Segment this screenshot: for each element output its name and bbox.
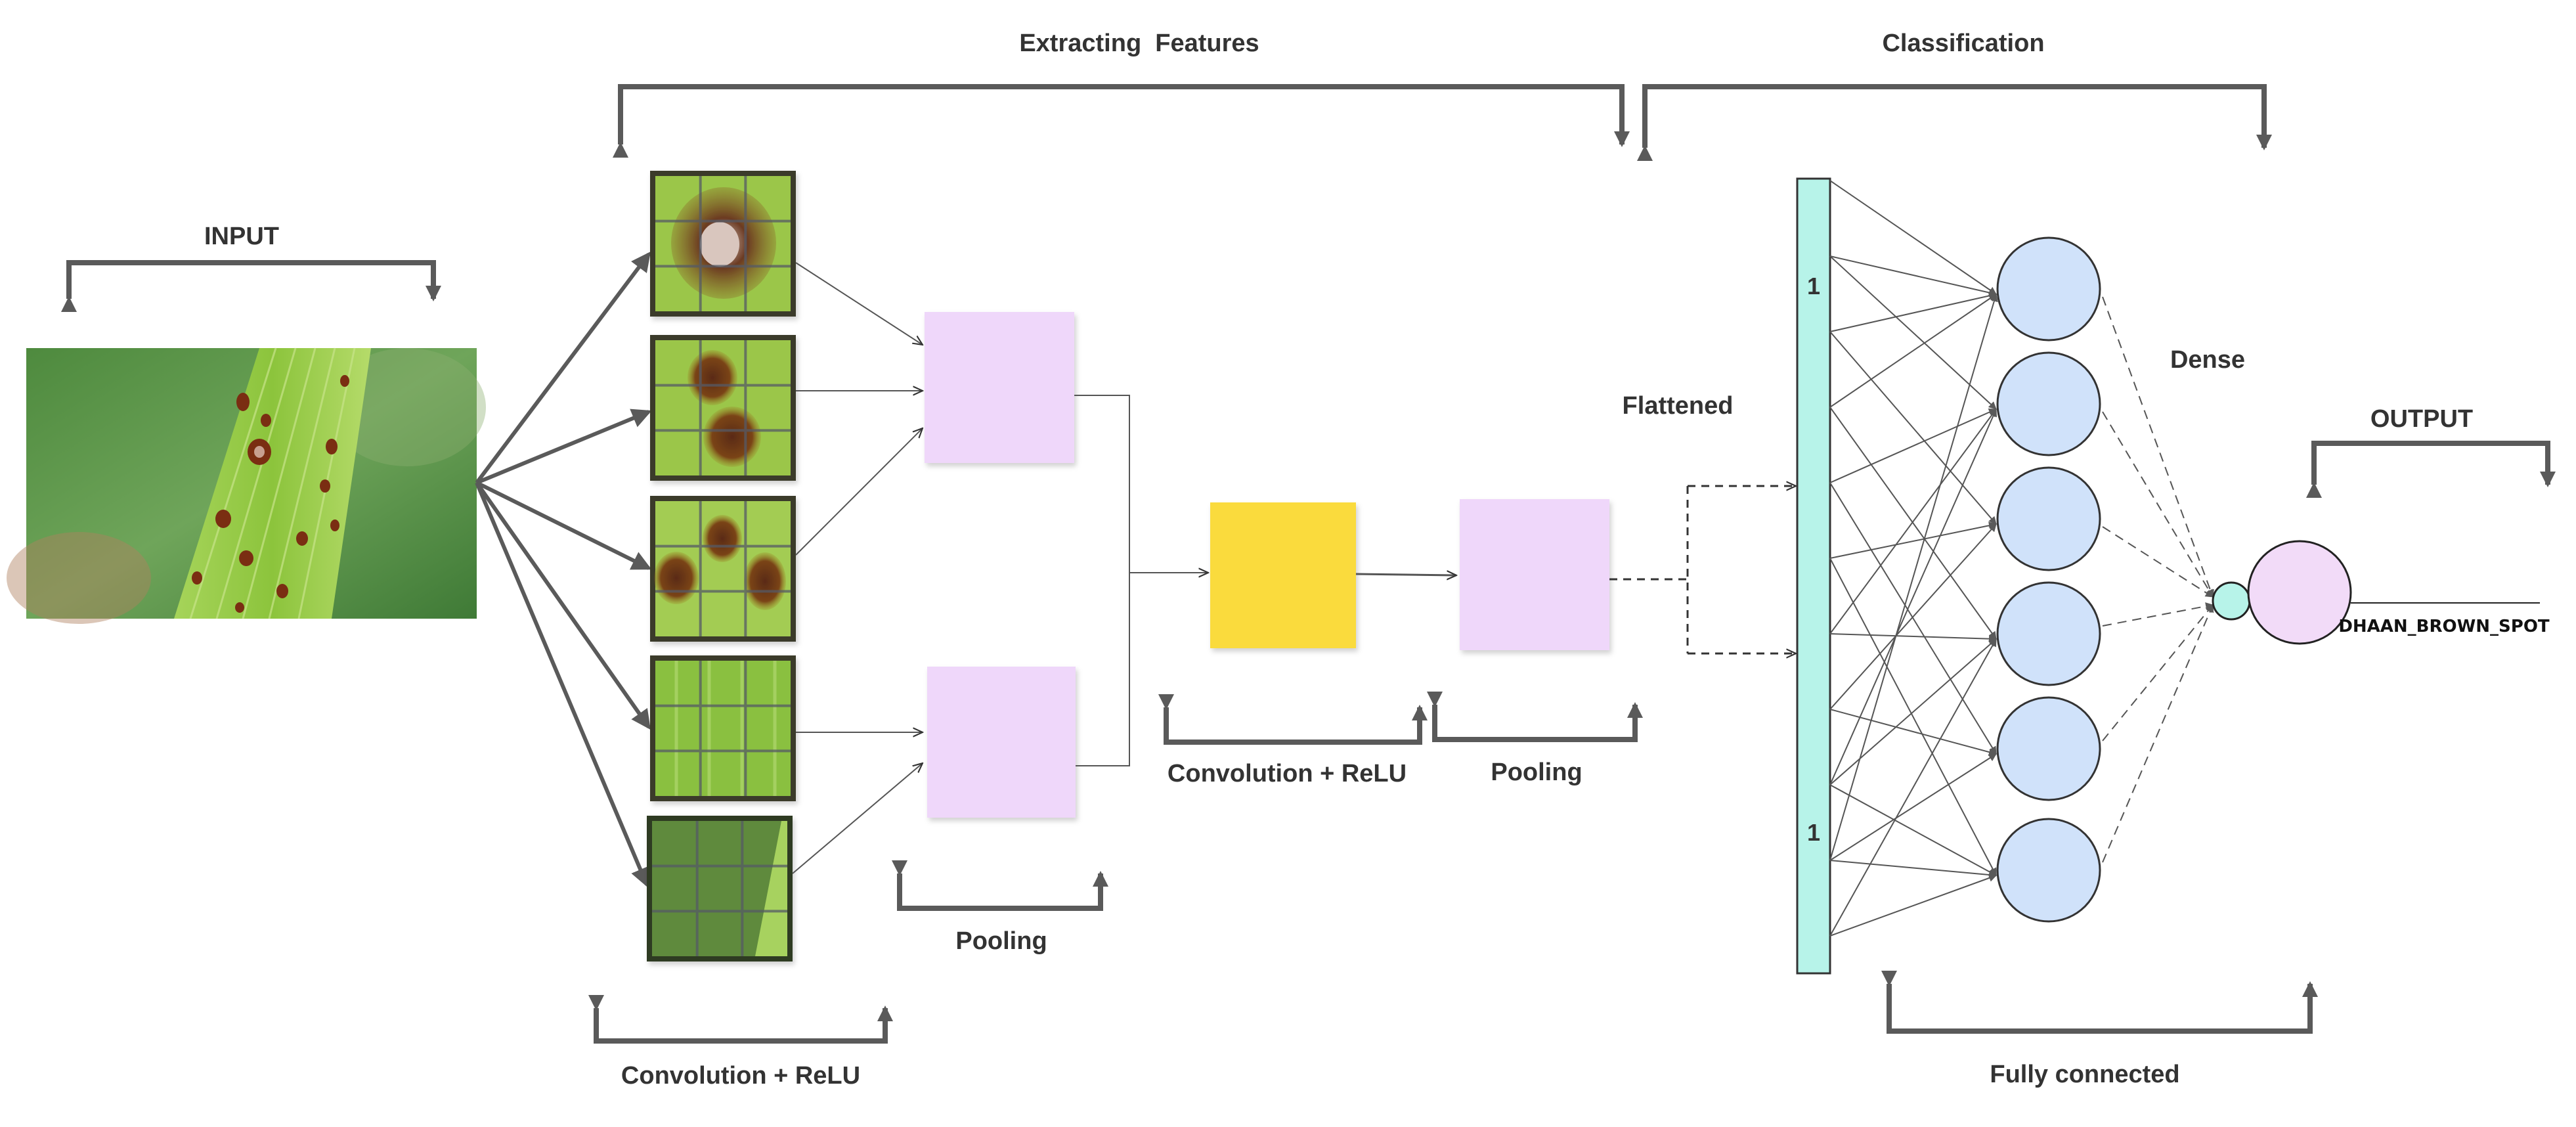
fc-connection <box>1829 407 1997 640</box>
extracting-features-bracket <box>613 84 1630 158</box>
flatten-top-value: 1 <box>1807 273 1820 299</box>
fc-connection <box>1829 331 1997 525</box>
patch-grid-4 <box>655 661 791 796</box>
input-label: INPUT <box>204 223 279 250</box>
output-class-label: DHAAN_BROWN_SPOT <box>2338 617 2550 636</box>
pooling-label-1: Pooling <box>955 927 1047 955</box>
dense-node <box>1996 466 2101 571</box>
fc-connection <box>1829 521 1997 559</box>
dense-out-connection <box>2102 602 2214 627</box>
classification-bracket <box>1637 84 2272 161</box>
input-to-conv-arrows <box>475 252 652 888</box>
fc-connection <box>1829 874 1997 937</box>
conv-box-2 <box>1210 502 1356 648</box>
fully-connected-label: Fully connected <box>1990 1061 2179 1088</box>
pool-box-1 <box>925 312 1074 463</box>
pool-box-3 <box>1460 499 1609 650</box>
dense-out-connection <box>2102 604 2214 863</box>
patch-grids <box>652 176 791 956</box>
conv-feature-map-1 <box>650 171 796 317</box>
fc-connection <box>1829 255 1997 297</box>
conv-feature-map-2 <box>650 335 796 481</box>
fc-connection <box>1829 180 1997 295</box>
fc-connection <box>1829 409 1997 785</box>
conv-feature-map-4 <box>650 655 796 801</box>
fc-connection <box>1829 523 1997 710</box>
fully-connected-bracket <box>1881 971 2318 1034</box>
pool-box-2 <box>927 667 1076 818</box>
dense-to-output-lines <box>2102 296 2214 863</box>
fc-connection <box>1829 633 1997 643</box>
dense-out-connection <box>2102 296 2214 598</box>
output-bracket <box>2306 441 2556 498</box>
fc-connection <box>1829 638 1997 785</box>
fc-connection <box>1829 638 1997 937</box>
conv2-to-pool2-arrow <box>1355 574 1456 575</box>
extracting-features-label: Extracting Features <box>1019 30 1259 57</box>
flatten-bar <box>1796 177 1831 975</box>
dense-label: Dense <box>2170 346 2245 374</box>
dense-node <box>1996 581 2101 686</box>
conv-relu-label-1: Convolution + ReLU <box>621 1062 860 1090</box>
dense-node <box>1996 236 2101 342</box>
pool-to-flatten-dashed <box>1609 486 1796 653</box>
fc-connection <box>1829 294 1998 861</box>
flatten-bottom-value: 1 <box>1807 819 1820 846</box>
fc-connection <box>1829 709 1997 756</box>
fc-connection <box>1829 294 1997 408</box>
fc-connection <box>1829 784 1997 876</box>
pool1-bracket <box>892 860 1108 911</box>
conv-feature-map-3 <box>650 496 796 642</box>
patch-grid-3 <box>655 501 791 636</box>
dense-node <box>1996 351 2101 456</box>
patch-grid-1 <box>655 176 791 311</box>
dense-out-connection <box>2102 411 2214 598</box>
output-small-node <box>2212 581 2251 621</box>
conv-to-pool-arrows <box>792 262 923 874</box>
dense-out-connection <box>2102 526 2214 598</box>
output-node <box>2247 540 2352 645</box>
fc-connection <box>1829 408 1997 483</box>
fc-connection <box>1829 753 1997 861</box>
fully-connected-lines <box>1829 180 1998 937</box>
fc-connection <box>1829 558 1997 876</box>
fc-connection <box>1829 860 1997 879</box>
conv2-bracket <box>1158 694 1428 745</box>
fc-connection <box>1829 255 1997 410</box>
flattened-label: Flattened <box>1623 392 1734 420</box>
dense-out-connection <box>2102 604 2214 741</box>
fc-connection <box>1829 482 1997 755</box>
patch-grid-5 <box>652 821 787 956</box>
fc-connection <box>1829 409 1997 634</box>
conv-feature-map-5 <box>647 816 793 961</box>
input-bracket <box>61 260 441 312</box>
fc-connection <box>1829 292 1997 332</box>
conv1-bracket <box>588 995 893 1044</box>
dense-node <box>1996 696 2101 801</box>
dense-node <box>1996 818 2101 923</box>
dense-layer <box>1996 236 2101 923</box>
pool-merge-lines <box>1074 395 1208 766</box>
pool2-bracket <box>1427 692 1643 742</box>
pooling-label-2: Pooling <box>1491 759 1582 786</box>
output-label: OUTPUT <box>2370 405 2473 433</box>
input-image <box>7 347 486 624</box>
patch-grid-2 <box>655 340 791 475</box>
conv-relu-label-2: Convolution + ReLU <box>1168 760 1407 787</box>
classification-label: Classification <box>1882 30 2044 57</box>
